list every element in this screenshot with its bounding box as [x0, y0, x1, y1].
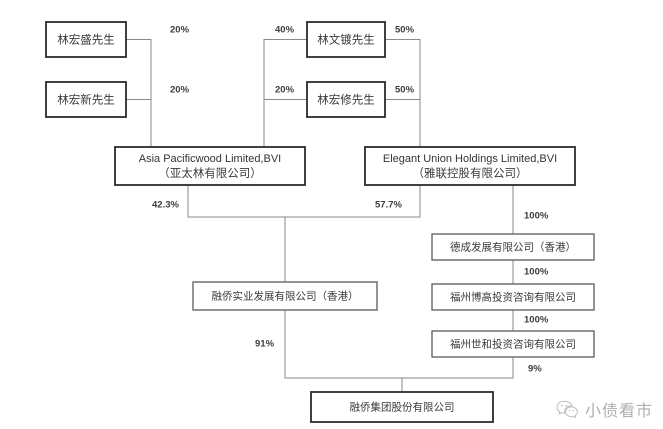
node-label-lin-hongxin: 林宏新先生 [57, 93, 115, 107]
node-lin-wenjing[interactable]: 林文镀先生 [306, 21, 386, 58]
node-box-lin-hongsheng[interactable] [45, 21, 127, 58]
node-label-rongqiao-group: 融侨集团股份有限公司 [350, 400, 455, 413]
connector-rongqiao-industrial-to-rongqiao-group [284, 310, 402, 379]
node-rongqiao-group[interactable]: 融侨集团股份有限公司 [310, 391, 494, 423]
node-fuzhou-bogao[interactable]: 福州博高投资咨询有限公司 [431, 283, 595, 311]
node-label-fuzhou-shihe: 福州世和投资咨询有限公司 [450, 337, 576, 350]
percent-label-lin-hongsheng-asia: 20% [170, 25, 190, 36]
percent-label-layer: 20% 20% 40% 20% 50% 50% 42.3% 57.7% 100%… [152, 25, 549, 375]
connector-elegant-union-to-rongqiao-industrial [285, 185, 421, 218]
node-box-rongqiao-group[interactable] [310, 391, 494, 423]
node-rongqiao-industrial[interactable]: 融侨实业发展有限公司（香港） [192, 281, 378, 311]
connector-lin-hongxiu-to-asia-pacificwood [263, 98, 307, 147]
percent-label-decheng-to-bogao: 100% [524, 267, 549, 278]
connector-asia-pacificwood-to-rongqiao-industrial [187, 185, 285, 218]
node-box-asia-pacificwood[interactable] [114, 146, 306, 186]
percent-label-lin-wenjing-elegant: 50% [395, 25, 415, 36]
node-label-lin-hongxiu: 林宏修先生 [317, 93, 375, 107]
connector-lin-hongsheng-to-asia-pacificwood [126, 38, 152, 147]
node-label-decheng-development: 德成发展有限公司（香港） [450, 240, 576, 253]
node-elegant-union[interactable]: Elegant Union Holdings Limited,BVI （雅联控股… [364, 146, 576, 186]
connector-lin-hongxin-to-asia-pacificwood [126, 98, 152, 147]
percent-label-lin-wenjing-asia: 40% [275, 25, 295, 36]
connector-shihe-to-rongqiao-group [402, 357, 514, 379]
node-label-asia-pacificwood-cn: （亚太林有限公司） [158, 166, 262, 180]
node-layer: 林宏盛先生 林宏新先生 林文镀先生 林宏修先生 Asia Pacificwood… [45, 21, 595, 423]
node-label-asia-pacificwood-en: Asia Pacificwood Limited,BVI [139, 153, 281, 165]
percent-label-rongqiao-industrial-to-group: 91% [255, 339, 275, 350]
node-fuzhou-shihe[interactable]: 福州世和投资咨询有限公司 [431, 330, 595, 358]
percent-label-shihe-to-group: 9% [528, 364, 542, 375]
percent-label-elegant-to-rongqiao-industrial: 57.7% [375, 200, 402, 211]
connector-lin-hongxiu-to-elegant-union [385, 98, 421, 147]
node-label-elegant-union-cn: （雅联控股有限公司） [413, 166, 528, 180]
percent-label-bogao-to-shihe: 100% [524, 315, 549, 326]
node-lin-hongsheng[interactable]: 林宏盛先生 [45, 21, 127, 58]
node-box-fuzhou-shihe[interactable] [431, 330, 595, 358]
percent-label-lin-hongxiu-asia: 20% [275, 85, 295, 96]
node-lin-hongxin[interactable]: 林宏新先生 [45, 81, 127, 118]
watermark: 小债看市 [556, 397, 653, 421]
percent-label-asia-to-rongqiao-industrial: 42.3% [152, 200, 179, 211]
node-label-rongqiao-industrial: 融侨实业发展有限公司（香港） [212, 289, 359, 302]
node-label-lin-wenjing: 林文镀先生 [317, 33, 375, 47]
node-box-rongqiao-industrial[interactable] [192, 281, 378, 311]
percent-label-elegant-to-decheng: 100% [524, 211, 549, 222]
percent-label-lin-hongxiu-elegant: 50% [395, 85, 415, 96]
node-box-lin-hongxiu[interactable] [306, 81, 386, 118]
node-asia-pacificwood[interactable]: Asia Pacificwood Limited,BVI （亚太林有限公司） [114, 146, 306, 186]
node-label-elegant-union-en: Elegant Union Holdings Limited,BVI [383, 153, 557, 165]
node-box-decheng-development[interactable] [431, 233, 595, 261]
connector-layer [126, 38, 514, 392]
node-decheng-development[interactable]: 德成发展有限公司（香港） [431, 233, 595, 261]
percent-label-lin-hongxin-asia: 20% [170, 85, 190, 96]
node-box-fuzhou-bogao[interactable] [431, 283, 595, 311]
node-lin-hongxiu[interactable]: 林宏修先生 [306, 81, 386, 118]
node-box-elegant-union[interactable] [364, 146, 576, 186]
node-label-lin-hongsheng: 林宏盛先生 [57, 33, 115, 47]
node-box-lin-hongxin[interactable] [45, 81, 127, 118]
node-label-fuzhou-bogao: 福州博高投资咨询有限公司 [450, 290, 576, 303]
watermark-text: 小债看市 [584, 401, 653, 420]
node-box-lin-wenjing[interactable] [306, 21, 386, 58]
wechat-icon [556, 400, 578, 419]
